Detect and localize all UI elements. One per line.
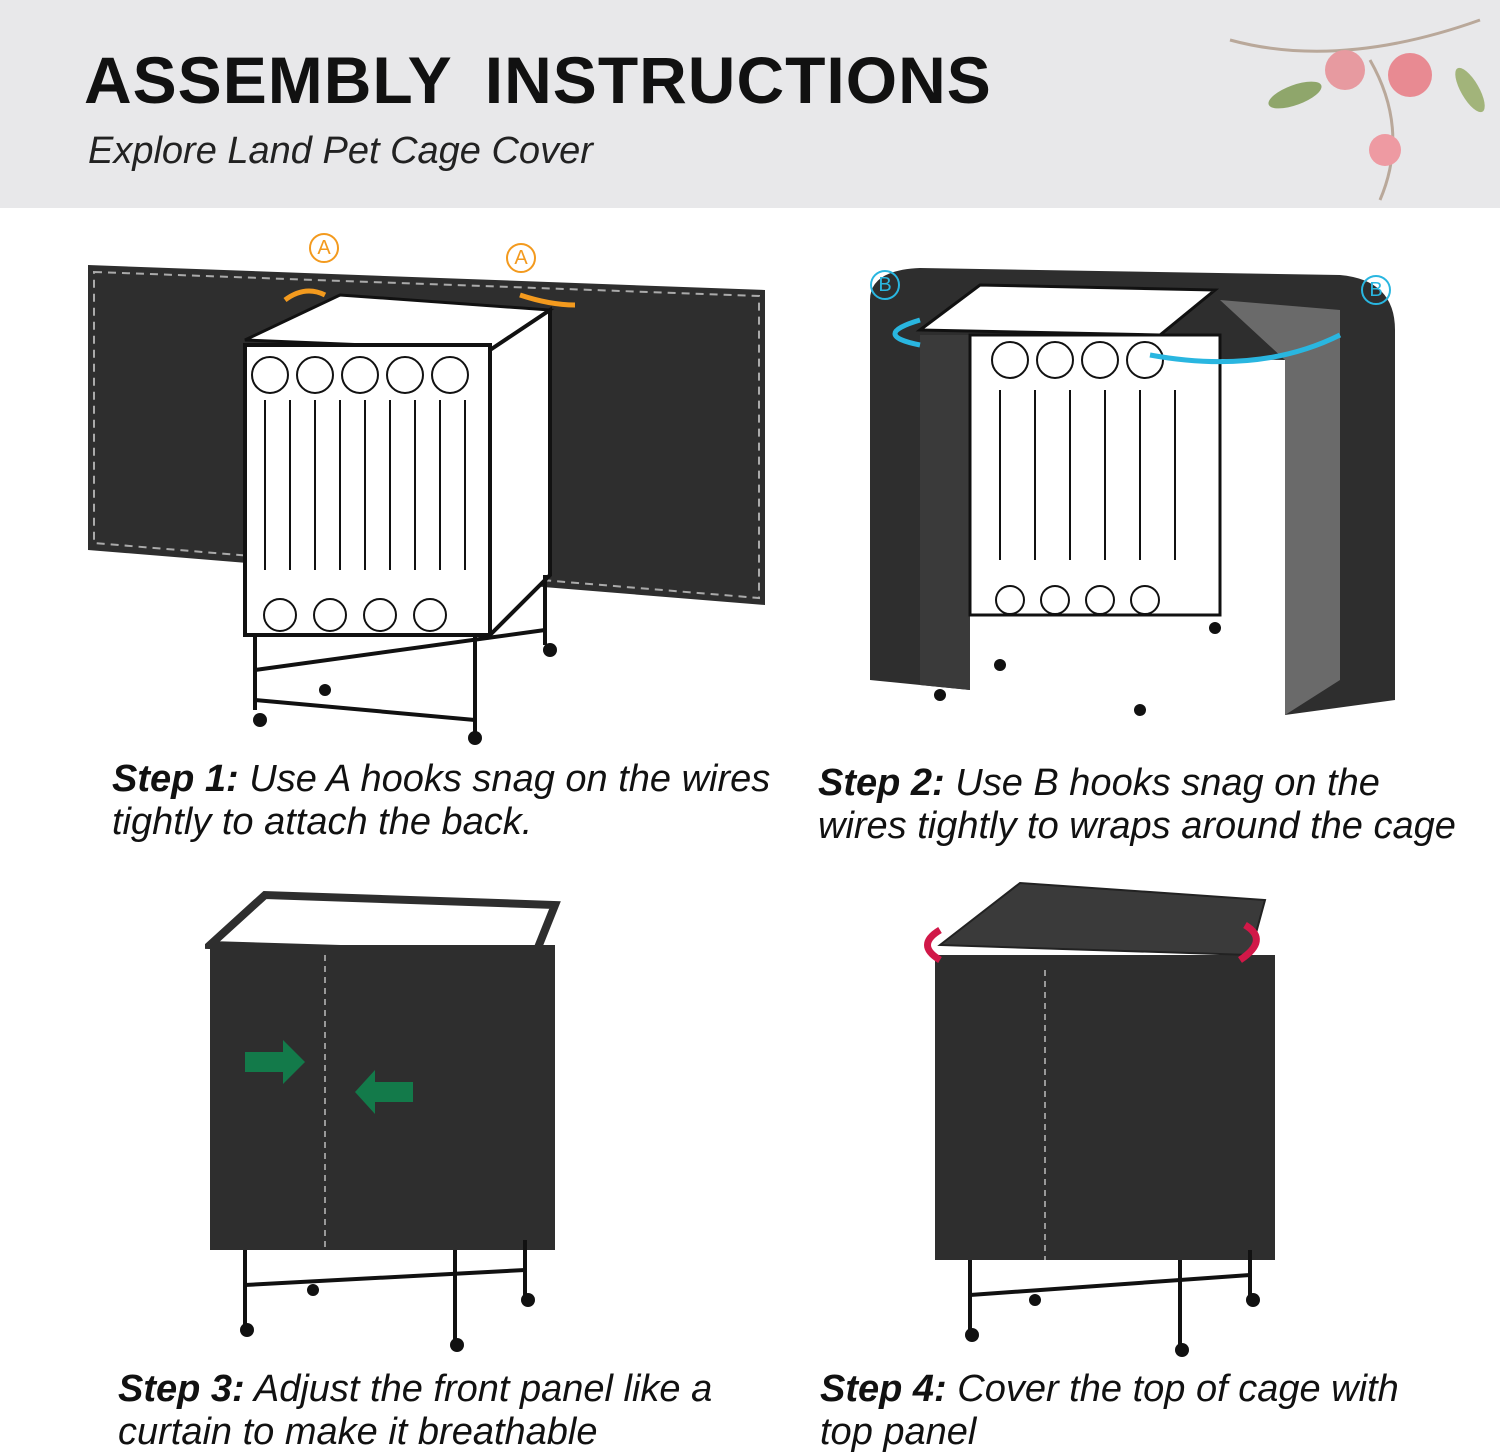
green-arrows: [245, 1040, 413, 1114]
step-4-illustration: [924, 881, 1275, 1357]
flower-decoration-icon: [1229, 18, 1485, 201]
top-panel: [937, 881, 1267, 957]
step-2-text: Step 2: Use B hooks snag on the wires ti…: [818, 762, 1456, 847]
cage-cover: [935, 955, 1275, 1260]
step-1-illustration: [88, 265, 765, 745]
red-rotation-arrows: [924, 921, 1260, 964]
hook-b-marker: B: [1361, 275, 1391, 305]
step-3-illustration: [205, 890, 561, 1352]
hook-a-marker: A: [506, 243, 536, 273]
page-title: ASSEMBLY INSTRUCTIONS: [84, 43, 992, 117]
step-4-text: Step 4: Cover the top of cage with top p…: [820, 1368, 1399, 1453]
header-banner: ASSEMBLY INSTRUCTIONS Explore Land Pet C…: [0, 0, 1500, 208]
cage: [915, 283, 1222, 716]
step-2-illustration: [870, 268, 1395, 716]
cage: [243, 293, 557, 745]
step-3-text: Step 3: Adjust the front panel like a cu…: [118, 1368, 713, 1453]
blue-arrows: [892, 317, 1342, 365]
page-subtitle: Explore Land Pet Cage Cover: [88, 130, 593, 172]
orange-rotation-arrows: [283, 288, 576, 308]
hook-a-marker: A: [309, 233, 339, 263]
step-1-text: Step 1: Use A hooks snag on the wires ti…: [112, 758, 771, 843]
hook-b-marker: B: [870, 270, 900, 300]
